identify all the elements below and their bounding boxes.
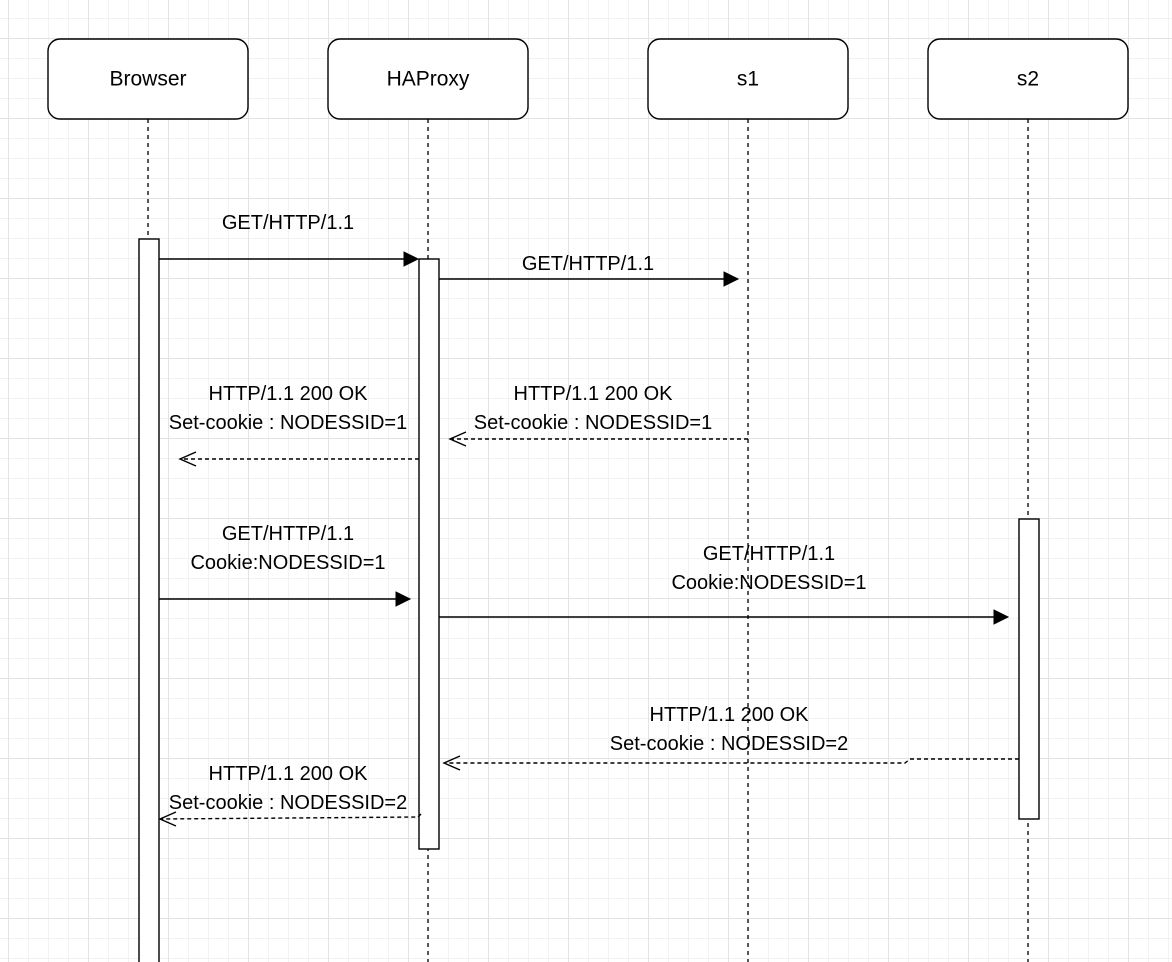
message-m1-label-line1: GET/HTTP/1.1: [222, 212, 354, 234]
arrowhead-filled-icon: [993, 609, 1010, 625]
message-m3[interactable]: HTTP/1.1 200 OK Set-cookie : NODESSID=1: [448, 383, 748, 447]
message-m5-label-line1: GET/HTTP/1.1: [222, 523, 354, 545]
message-m4-label-line2: Set-cookie : NODESSID=1: [169, 412, 407, 434]
message-m3-label-line2: Set-cookie : NODESSID=1: [474, 412, 712, 434]
arrowhead-open-icon: [442, 755, 461, 771]
actor-s1[interactable]: s1: [647, 38, 849, 120]
actor-haproxy-label: HAProxy: [387, 68, 470, 91]
actor-s1-label: s1: [737, 68, 759, 91]
arrowhead-filled-icon: [403, 251, 420, 267]
message-m4[interactable]: HTTP/1.1 200 OK Set-cookie : NODESSID=1: [169, 383, 419, 467]
message-m7[interactable]: HTTP/1.1 200 OK Set-cookie : NODESSID=2: [442, 704, 1019, 771]
arrowhead-filled-icon: [395, 591, 412, 607]
message-m8[interactable]: HTTP/1.1 200 OK Set-cookie : NODESSID=2: [158, 763, 422, 827]
arrowhead-open-icon: [178, 451, 197, 467]
arrowhead-open-icon: [158, 811, 177, 827]
message-m4-label-line1: HTTP/1.1 200 OK: [209, 383, 369, 405]
actor-browser-label: Browser: [109, 68, 186, 91]
message-m5-label-line2: Cookie:NODESSID=1: [190, 552, 385, 574]
message-m6-label-line1: GET/HTTP/1.1: [703, 543, 835, 565]
message-m6[interactable]: GET/HTTP/1.1 Cookie:NODESSID=1: [439, 543, 1010, 625]
activation-browser[interactable]: [138, 238, 160, 962]
arrowhead-open-icon: [448, 431, 467, 447]
activation-haproxy[interactable]: [418, 258, 440, 850]
message-m8-label-line2: Set-cookie : NODESSID=2: [169, 792, 407, 814]
message-m7-label-line1: HTTP/1.1 200 OK: [650, 704, 810, 726]
actor-browser[interactable]: Browser: [47, 38, 249, 120]
actor-s2-label: s2: [1017, 68, 1039, 91]
message-m6-label-line2: Cookie:NODESSID=1: [671, 572, 866, 594]
message-m5[interactable]: GET/HTTP/1.1 Cookie:NODESSID=1: [159, 523, 412, 607]
message-m2[interactable]: GET/HTTP/1.1: [439, 253, 740, 287]
message-m8-label-line1: HTTP/1.1 200 OK: [209, 763, 369, 785]
message-m1[interactable]: GET/HTTP/1.1: [159, 212, 420, 267]
message-m3-label-line1: HTTP/1.1 200 OK: [514, 383, 674, 405]
arrowhead-filled-icon: [723, 271, 740, 287]
activation-s2[interactable]: [1018, 518, 1040, 820]
actor-s2[interactable]: s2: [927, 38, 1129, 120]
message-m2-label-line1: GET/HTTP/1.1: [522, 253, 654, 275]
actor-haproxy[interactable]: HAProxy: [327, 38, 529, 120]
message-m7-label-line2: Set-cookie : NODESSID=2: [610, 733, 848, 755]
